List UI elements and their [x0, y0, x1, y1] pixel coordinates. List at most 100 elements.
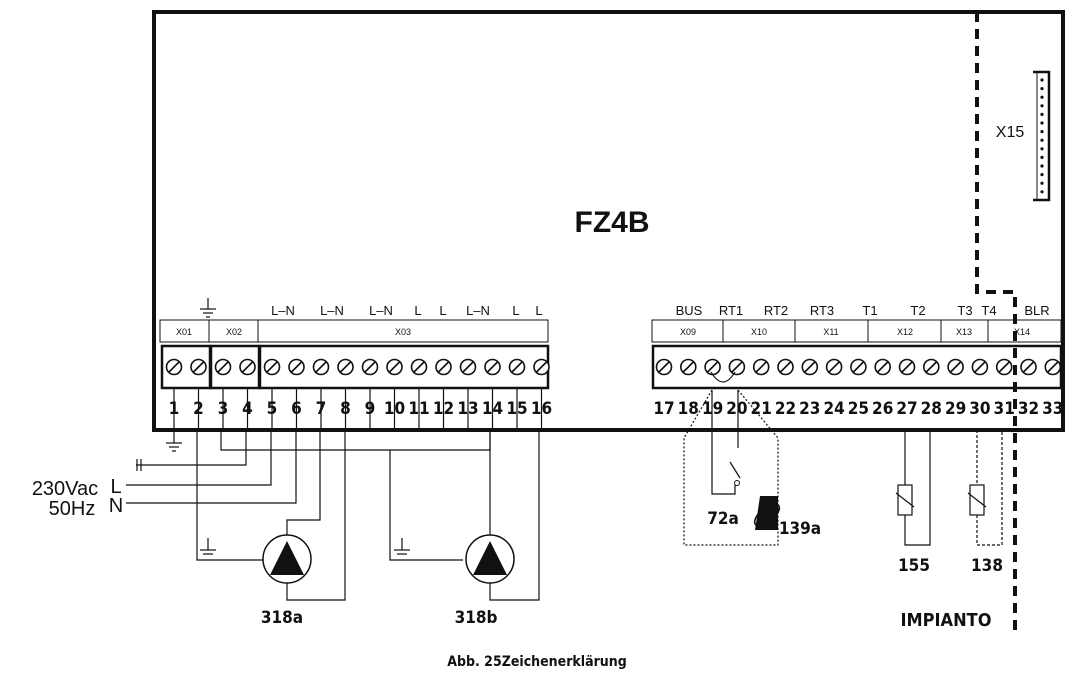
terminal-screw-icon	[337, 358, 354, 376]
terminal-number: 22	[775, 399, 796, 419]
terminal-screw-icon	[679, 358, 697, 376]
terminal-function-label: L–N	[369, 303, 393, 318]
terminal-screw-icon	[484, 358, 501, 376]
ground-icon	[200, 298, 216, 318]
terminal-number: 18	[678, 399, 699, 419]
terminal-screw-icon	[947, 358, 964, 376]
sensor-138-wiring	[976, 430, 1003, 546]
pump-318b-wiring	[389, 430, 540, 601]
terminal-function-label: L	[414, 303, 421, 318]
terminal-number: 9	[365, 399, 376, 419]
terminal-screw-icon	[1020, 358, 1037, 376]
group-x12: X12	[897, 327, 913, 337]
terminal-screw-icon	[288, 358, 305, 376]
terminal-number: 1	[169, 399, 180, 419]
group-x10: X10	[751, 327, 767, 337]
terminal-function-label: BUS	[676, 303, 703, 318]
terminal-screw-icon	[410, 358, 428, 376]
connector-pin	[1040, 95, 1044, 99]
terminal-function-label: RT2	[764, 303, 788, 318]
terminal-screw-icon	[508, 358, 526, 376]
connector-pin	[1040, 112, 1044, 116]
terminal-number: 23	[799, 399, 820, 419]
terminal-number: 16	[531, 399, 552, 419]
group-x11: X11	[823, 327, 838, 337]
terminal-function-label: L–N	[271, 303, 295, 318]
pump-icon	[465, 534, 515, 584]
terminal-function-label: L–N	[466, 303, 490, 318]
terminal-number: 2	[193, 399, 204, 419]
pump-318b-label: 318b	[455, 608, 498, 628]
connector-pin	[1040, 181, 1044, 185]
terminal-screw-icon	[386, 358, 403, 376]
terminal-number: 24	[823, 399, 844, 419]
terminal-number: 7	[316, 399, 327, 419]
terminal-screw-icon	[459, 358, 477, 376]
terminal-screw-icon	[971, 358, 989, 376]
connector-pin	[1040, 138, 1044, 142]
remote-control-icon	[753, 496, 781, 530]
right-group-header	[651, 319, 1062, 343]
terminal-screw-icon	[1044, 358, 1062, 376]
ground-icon	[166, 430, 182, 452]
connector-x15: X15	[996, 70, 1051, 202]
terminal-function-label: L	[535, 303, 542, 318]
plant-label: IMPIANTO	[901, 610, 992, 631]
terminal-number: 13	[457, 399, 478, 419]
sensor-138-label: 138	[971, 556, 1003, 576]
connector-pin	[1040, 104, 1044, 108]
terminal-screw-icon	[239, 358, 256, 376]
terminal-screw-icon	[214, 358, 232, 376]
terminal-number: 30	[969, 399, 990, 419]
figure-caption: Abb. 25Zeichenerklärung	[447, 654, 627, 670]
terminal-number: 12	[433, 399, 454, 419]
power-supply-wiring	[126, 430, 491, 504]
terminal-screw-icon	[165, 358, 183, 376]
terminal-screw-icon	[850, 358, 867, 376]
thermostat-label: 72a	[707, 509, 739, 529]
terminal-function-label: T3	[957, 303, 972, 318]
terminal-screw-icon	[995, 358, 1013, 376]
terminal-function-label: T1	[862, 303, 877, 318]
pump-318a-label: 318a	[261, 608, 303, 628]
terminal-number: 21	[751, 399, 772, 419]
group-x01: X01	[176, 327, 192, 337]
supply-line-label: L	[110, 476, 121, 498]
group-x02: X02	[226, 327, 242, 337]
sensor-155-icon	[895, 484, 915, 516]
terminal-number: 4	[242, 399, 253, 419]
terminal-function-label: L	[439, 303, 446, 318]
connector-pin	[1040, 78, 1044, 82]
terminal-screw-icon	[655, 358, 673, 376]
thermostat-switch-icon	[734, 480, 740, 486]
group-x13: X13	[956, 327, 972, 337]
left-group-header	[159, 319, 549, 343]
terminal-screw-icon	[752, 358, 770, 376]
terminal-number: 3	[218, 399, 229, 419]
terminal-screw-icon	[361, 358, 379, 376]
plant-boundary-line	[975, 12, 1017, 630]
sensor-138-icon	[967, 484, 987, 516]
remote-control-label: 139a	[779, 519, 821, 539]
connector-pin	[1040, 173, 1044, 177]
terminal-number: 10	[384, 399, 405, 419]
thermostat-wiring	[683, 389, 779, 546]
terminal-screw-icon	[825, 358, 843, 376]
supply-voltage: 230Vac	[32, 478, 98, 500]
connector-pin	[1040, 87, 1044, 91]
sensor-155-label: 155	[898, 556, 930, 576]
terminal-screw-icon	[435, 358, 452, 376]
terminal-number: 17	[653, 399, 674, 419]
terminal-screw-icon	[533, 358, 550, 376]
terminal-number: 28	[921, 399, 942, 419]
terminal-number: 14	[482, 399, 503, 419]
terminal-function-label: RT3	[810, 303, 834, 318]
jumper-19-20	[710, 371, 736, 383]
group-x14: X14	[1014, 327, 1030, 337]
terminal-screw-icon	[263, 358, 281, 376]
board-outline	[152, 10, 1065, 432]
supply-neutral-label: N	[109, 495, 123, 517]
